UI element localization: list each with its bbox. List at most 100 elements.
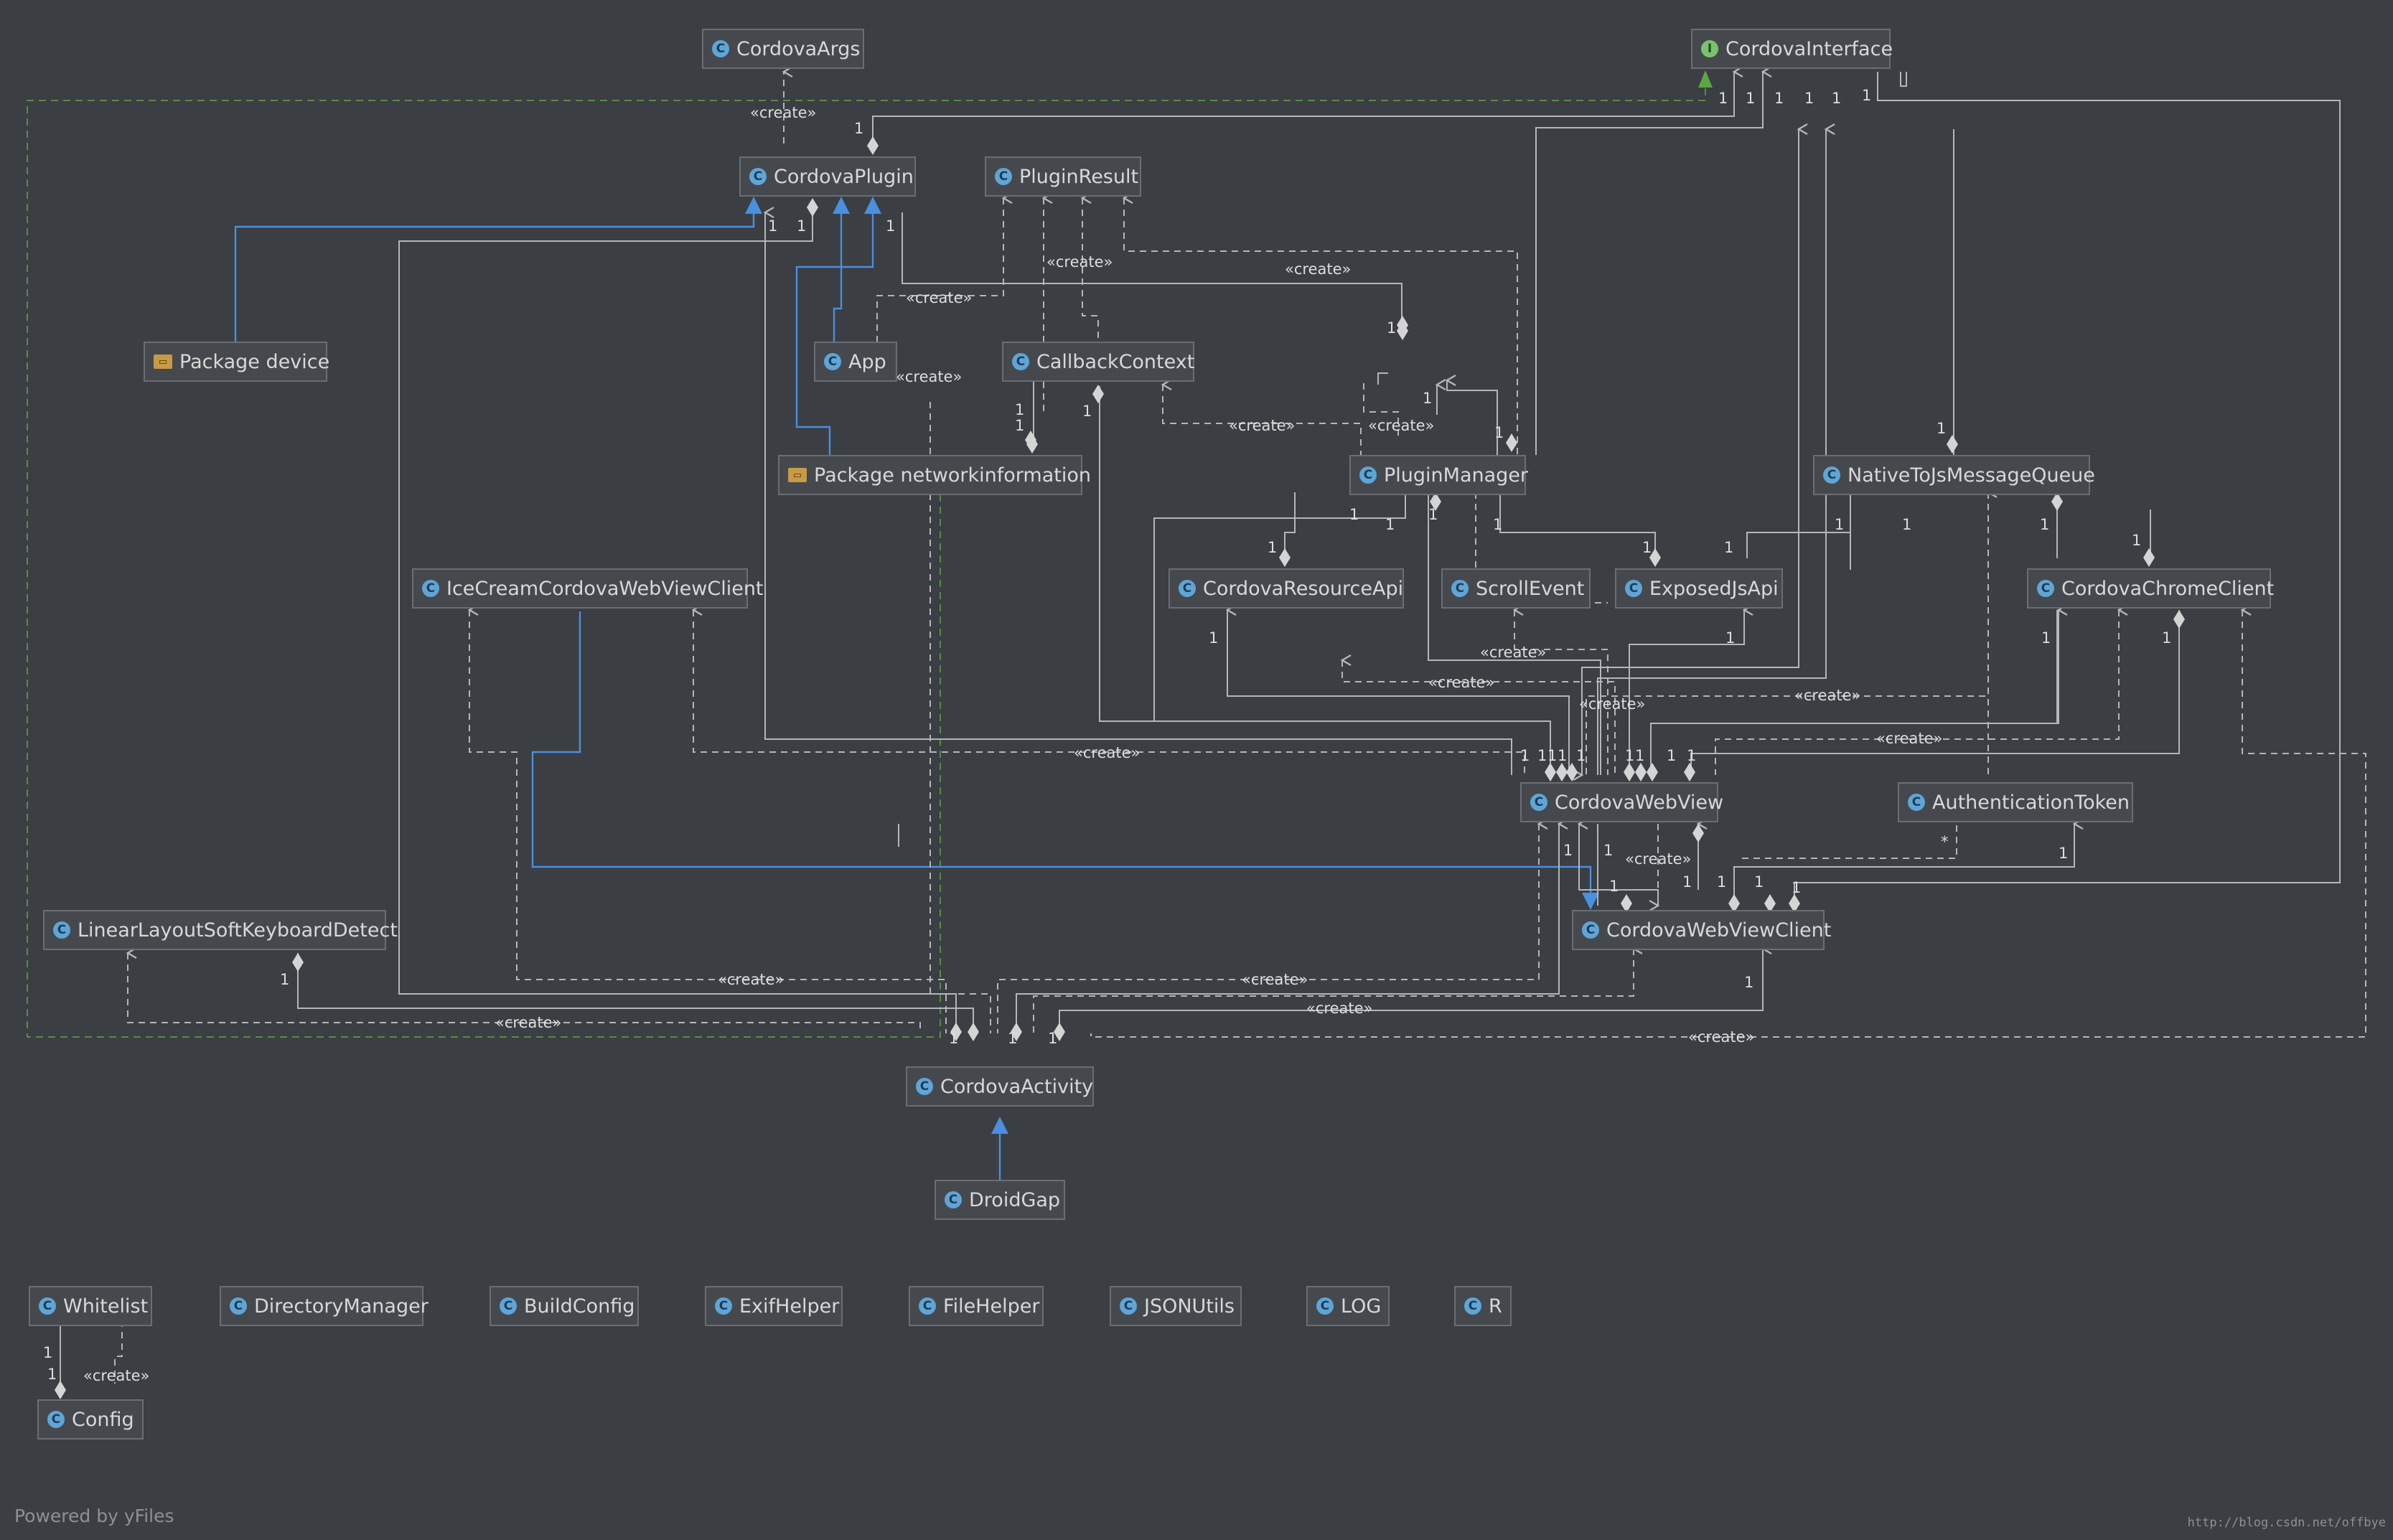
inheritance-edges xyxy=(234,212,1592,1180)
create-label: «create» xyxy=(1480,644,1546,661)
create-dependencies xyxy=(114,72,2366,1384)
create-label: «create» xyxy=(83,1367,149,1384)
class-icon: C xyxy=(715,1297,732,1315)
multiplicity-label: 1 xyxy=(2040,516,2049,533)
multiplicity-label: 1 xyxy=(1642,539,1652,556)
node-package-device[interactable]: ▭Package device xyxy=(144,342,329,382)
class-icon: C xyxy=(945,1191,962,1208)
multiplicity-label: 1 xyxy=(1423,390,1432,407)
inheritance-arrowheads xyxy=(745,197,1599,1134)
multiplicity-label: 1 xyxy=(1902,516,1911,533)
node-package-networkinformation[interactable]: ▭Package networkinformation xyxy=(778,455,1091,495)
multiplicity-label: 1 xyxy=(1268,539,1277,556)
create-label: «create» xyxy=(1428,674,1494,691)
multiplicity-label: 1 xyxy=(2059,845,2068,862)
create-label: «create» xyxy=(1625,850,1691,868)
create-label: «create» xyxy=(896,368,962,385)
multiplicity-label: 1 xyxy=(1349,506,1359,523)
class-icon: C xyxy=(995,168,1012,185)
multiplicity-label: 1 xyxy=(2132,532,2141,549)
multiplicity-label: 1 xyxy=(1718,90,1728,107)
multiplicity-label: 1 xyxy=(1792,879,1801,896)
multiplicity-label: 1 xyxy=(886,217,895,235)
create-label: «create» xyxy=(718,971,784,988)
class-icon: C xyxy=(1359,466,1377,484)
create-label: «create» xyxy=(495,1014,561,1031)
watermark-label: http://blog.csdn.net/offbye xyxy=(2187,1516,2386,1530)
multiplicity-label: 1 xyxy=(1744,974,1753,991)
multiplicity-label: 1 xyxy=(1563,842,1573,859)
powered-by-label: Powered by yFiles xyxy=(14,1506,174,1526)
class-icon: C xyxy=(916,1078,933,1095)
multiplicity-label: 1 xyxy=(1835,516,1844,533)
interface-icon: I xyxy=(1701,40,1718,57)
multiplicity-label: 1 xyxy=(1937,420,1946,437)
multiplicity-label: 1 xyxy=(1832,90,1841,107)
class-icon: C xyxy=(1316,1297,1334,1315)
multiplicity-label: 1 xyxy=(1576,747,1586,764)
multiplicity-label: 1 xyxy=(1682,873,1692,891)
create-label: «create» xyxy=(1046,253,1113,271)
class-icon: C xyxy=(1530,794,1547,811)
class-icon: C xyxy=(1582,921,1599,939)
multiplicity-label: 1 xyxy=(1048,1030,1057,1047)
class-icon: C xyxy=(53,921,70,939)
multiplicity-label: 1 xyxy=(1754,873,1764,891)
create-label: «create» xyxy=(1229,417,1295,434)
final-class-icon: C xyxy=(1464,1297,1481,1315)
class-icon: C xyxy=(1908,794,1925,811)
multiplicity-label: 1 xyxy=(1082,403,1092,420)
multiplicity-label: 1 xyxy=(1547,747,1557,764)
create-label: «create» xyxy=(1368,417,1434,434)
composition-diamonds xyxy=(55,136,2185,1399)
class-icon: C xyxy=(39,1297,56,1315)
multiplicity-label: 1 xyxy=(43,1344,52,1361)
multiplicity-label: 1 xyxy=(280,971,289,988)
class-icon: C xyxy=(1012,353,1029,370)
multiplicity-label: 1 xyxy=(1428,506,1438,523)
realization-edge xyxy=(27,72,1706,1038)
class-icon: C xyxy=(1179,580,1196,597)
class-icon: C xyxy=(47,1411,65,1428)
multiplicity-label: 1 xyxy=(1520,747,1530,764)
create-label: «create» xyxy=(1579,695,1645,713)
class-icon: C xyxy=(919,1297,936,1315)
class-icon: C xyxy=(230,1297,247,1315)
class-icon: C xyxy=(1120,1297,1137,1315)
multiplicity-label: 1 xyxy=(1015,417,1024,434)
class-icon: C xyxy=(1823,466,1840,484)
multiplicity-label: 1 xyxy=(854,120,863,137)
multiplicity-label: 1 xyxy=(1635,747,1644,764)
final-class-icon: C xyxy=(500,1297,517,1315)
create-label: «create» xyxy=(1242,971,1308,988)
create-label: «create» xyxy=(1688,1028,1754,1046)
